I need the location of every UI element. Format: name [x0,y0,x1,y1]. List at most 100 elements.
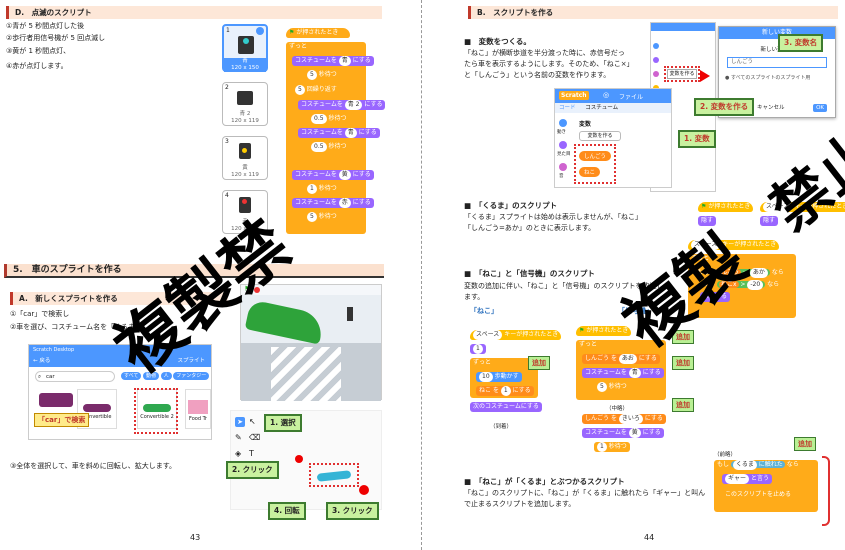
variable-reporter-neko[interactable]: ねこ [579,167,601,177]
section-b-heading: B. スクリプトを作る [468,6,838,19]
library-header: ← 戻る スプライト [29,355,211,367]
fill-tool-icon[interactable]: ◈ [235,449,242,458]
green-flag-hat-block[interactable]: ⚑ が押されたとき [698,202,754,212]
green-flag-icon: ⚑ [289,29,295,36]
switch-costume-block[interactable]: コスチュームを 青 にする [292,56,374,66]
page-number: 43 [190,533,201,542]
omitted-label: （前略） [714,452,737,458]
reshape-tool-icon[interactable]: ↖ [249,417,256,426]
wait-block[interactable]: 5 秒待つ [304,70,340,80]
category-tabs: すべて 動物 人 ファンタジー [121,372,210,380]
move-block[interactable]: 10 歩動かす [476,372,522,382]
hide-block[interactable]: 隠す [698,216,717,226]
scope-option[interactable]: ● すべてのスプライトのスプライト用 [725,75,811,81]
sound-category-icon[interactable] [653,71,659,77]
switch-costume-block[interactable]: コスチュームを 黄 にする [582,428,664,438]
neko-script: スペース キーが押されたとき 1 ずっと 10 歩動かす ねこ を 1 にする … [470,330,562,430]
tab-fantasy[interactable]: ファンタジー [173,372,210,380]
repeat-block[interactable]: 5 回繰り返す [292,85,364,167]
add-label: 追加 [672,398,694,412]
set-shingou-block[interactable]: しんごう を きいろ にする [582,414,666,424]
motion-category-icon[interactable] [653,43,659,49]
stop-block[interactable]: このスクリプトを止める [722,490,795,500]
costume-number: 1 [226,27,230,34]
variable-name-input[interactable]: しんごう [727,57,827,68]
cancel-button[interactable]: キャンセル [757,105,785,111]
set-var-block[interactable]: ねこ を 1 にする [476,386,534,396]
stage-canvas [241,295,381,401]
globe-icon[interactable]: ◎ [603,91,610,99]
green-flag-hat-block[interactable]: ⚑ が押されたとき [576,326,632,336]
resize-handle[interactable] [359,485,369,495]
wait-block[interactable]: 5 秒待つ [304,212,340,222]
switch-costume-block[interactable]: コスチュームを 青 にする [582,368,664,378]
click-callout-3: 3. クリック [326,502,379,520]
variable-reporter-shingou[interactable]: しんごう [579,151,612,161]
key-hat-block[interactable]: スペース キーが押されたとき [688,240,780,250]
green-flag-icon: ⚑ [579,327,585,334]
costume-number: 4 [225,192,229,199]
tab-all[interactable]: すべて [121,372,142,380]
wait-block[interactable]: 5 秒待つ [594,382,630,392]
wait-block[interactable]: 0.5 秒待つ [308,142,350,152]
wait-block[interactable]: 1 秒待つ [594,442,630,452]
step-d-4: ④赤が点灯します。 [6,62,68,70]
green-flag-hat-block[interactable]: ⚑ が押されたとき [286,28,350,38]
car-costume[interactable] [316,470,352,482]
key-hat-block[interactable]: スペース キーが押されたとき [470,330,562,340]
tab-code[interactable]: コード [559,105,576,111]
stop-icon[interactable] [254,287,260,293]
hide-block[interactable]: 隠す [760,216,779,226]
switch-costume-block[interactable]: コスチュームを 赤 にする [292,198,374,208]
equals-operator[interactable]: しんごう = あか [710,268,770,278]
ok-button[interactable]: OK [813,104,827,112]
set-shingou-block[interactable]: しんごう を あお にする [582,354,660,364]
variable-name-callout: 3. 変数名 [778,34,824,52]
select-tool-icon[interactable]: ➤ [235,417,245,427]
search-input[interactable]: ⌕ car [35,371,115,382]
tab-costume[interactable]: コスチューム [585,105,619,111]
text-tool-icon[interactable]: T [249,449,254,458]
if-touching-block[interactable]: もし くるま に触れた なら [714,460,818,512]
looks-category-icon[interactable] [559,141,567,149]
eraser-tool-icon[interactable]: ⌫ [249,433,261,442]
looks-category-icon[interactable] [653,57,659,63]
page-divider [421,0,422,550]
brush-tool-icon[interactable]: ✎ [235,433,242,442]
wait-block[interactable]: 1 秒待つ [304,184,340,194]
page-number: 44 [644,533,655,542]
say-block[interactable]: ギャー と言う [722,474,772,484]
motion-category-icon[interactable] [559,119,567,127]
switch-costume-block[interactable]: コスチュームを 青 2 にする [298,100,386,110]
make-variable-button[interactable]: 変数を作る [579,131,621,141]
tab-animals[interactable]: 動物 [143,372,160,380]
sound-category-icon[interactable] [559,163,567,171]
delete-costume-icon[interactable] [256,27,264,35]
make-variable-button[interactable]: 変数を作る [667,69,697,79]
switch-costume-block[interactable]: コスチュームを 青 にする [298,128,380,138]
back-button[interactable]: ← 戻る [33,358,51,364]
green-flag-icon[interactable]: ⚑ [244,285,251,293]
file-menu[interactable]: ファイル [619,94,644,101]
next-costume-block[interactable]: 次のコスチュームにする [470,402,542,412]
and-operator-row[interactable]: かつ ねこx > -20 なら [700,280,783,290]
left-page: D. 点滅のスクリプト ①青が 5 秒間点灯した後 ②歩行者用信号機が 5 回点… [0,0,421,550]
touching-sensor[interactable]: くるま に触れた [730,460,785,470]
touch-paragraph: 「ねこ」のスクリプトに、「ねこ」が「くるま」に触れたら「ギャー」と叫んで止まるス… [464,489,706,508]
show-block[interactable]: 表示する [700,292,731,302]
rotate-handle[interactable] [295,455,303,463]
compare-operator[interactable]: ねこx > -20 [716,280,766,290]
switch-costume-block[interactable]: コスチュームを 黄 にする [292,170,374,180]
key-hat-block[interactable]: スペース キーが押されたとき [760,202,845,212]
sprite-tile-convertible[interactable]: Convertible [77,389,117,429]
add-label: 追加 [672,356,694,370]
tab-people[interactable]: 人 [160,372,172,380]
wait-block[interactable]: 0.5 秒待つ [308,114,350,124]
sprite-tile-food-truck[interactable]: Food Tr [185,389,211,429]
variables-highlight [574,144,616,184]
switch-block[interactable]: 1 [470,344,486,354]
